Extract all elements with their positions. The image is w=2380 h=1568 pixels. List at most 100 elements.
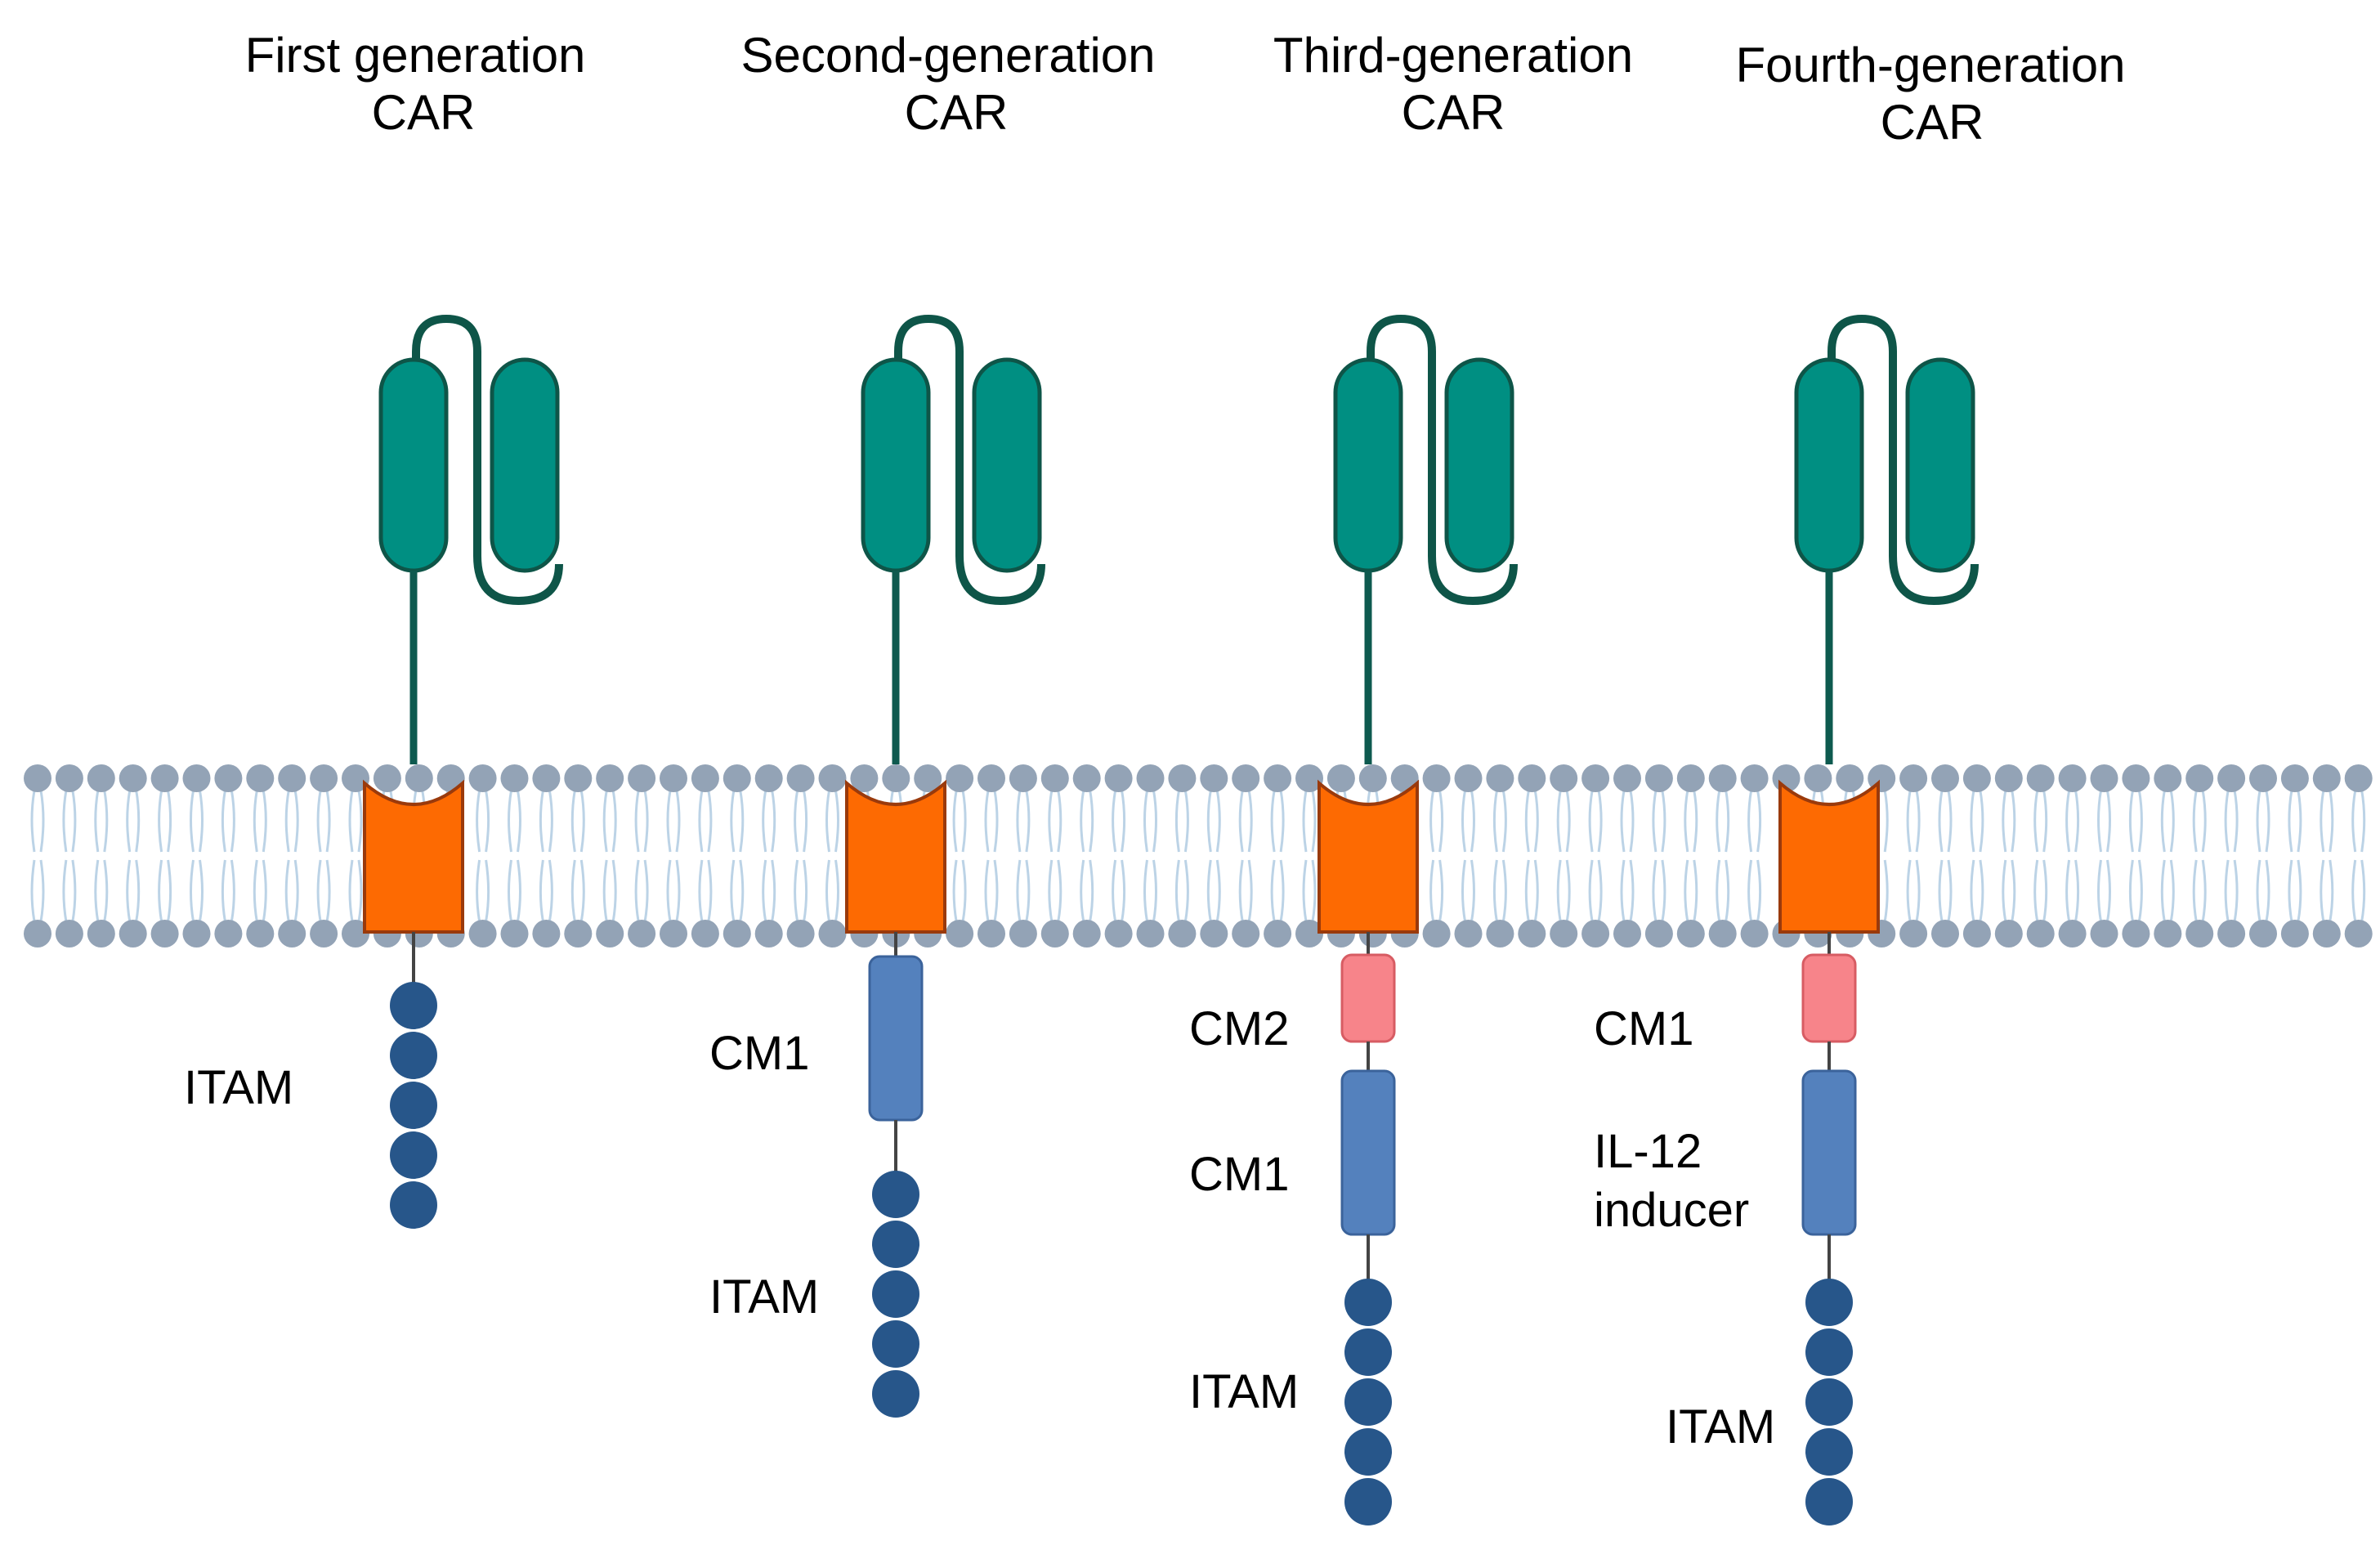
lipid-tail [253,859,258,922]
lipid-head [1390,764,1419,792]
itam-bead [1344,1328,1392,1376]
lipid-tail [485,790,490,853]
lipid-tail [167,859,172,922]
lipid-head [978,920,1005,948]
lipid-head [2026,920,2055,948]
lipid-head [2058,920,2087,948]
itam-bead [1344,1478,1392,1525]
scfv-linker [1828,314,1979,606]
lipid-tail [730,790,736,853]
lipid-tail [2256,790,2261,853]
lipid-tail [2224,859,2230,922]
lipid-tail [1588,859,1594,922]
lipid-tail [126,790,132,853]
lipid-tail [1311,790,1317,853]
lipid-tail [1915,859,1921,922]
lipid-tail [1756,790,1762,853]
lipid-tail [348,790,354,853]
lipid-head [24,764,51,792]
lipid-tail [71,859,77,922]
lipid-tail [1438,790,1444,853]
itam-bead [872,1270,919,1318]
lipid-tail [221,790,226,853]
lipid-tail [262,859,267,922]
lipid-tail [1915,790,1921,853]
lipid-head [1009,764,1037,792]
itam-bead [872,1171,919,1218]
lipid-tail [2097,859,2102,922]
lipid-tail [1597,859,1603,922]
lipid-tail [1143,790,1148,853]
lipid-tail [94,859,100,922]
lipid-tail [611,859,617,922]
lipid-tail [1025,859,1031,922]
lipid-tail [666,859,672,922]
lipid-tail [2160,790,2166,853]
lipid-tail [1906,859,1912,922]
lipid-head [2344,920,2373,948]
lipid-head [1550,920,1578,948]
car1-itam-label: ITAM [184,1061,293,1114]
lipid-head [468,764,497,792]
lipid-head [1200,920,1228,948]
lipid-tail [961,790,967,853]
lipid-tail [1620,790,1626,853]
lipid-head [2344,764,2373,792]
lipid-tail [1112,859,1117,922]
lipid-tail [2192,790,2198,853]
scfv-linker [412,314,563,606]
lipid-head [1644,920,1673,948]
lipid-tail [1501,859,1507,922]
lipid-head [786,764,815,792]
lipid-tail [707,859,713,922]
lipid-tail [539,859,544,922]
scfv-heavy-domain [1794,357,1864,573]
transmembrane-domain [845,779,946,934]
lipid-tail [1747,859,1753,922]
lipid-tail [2042,790,2048,853]
car4-inducer-label-line2: inducer [1594,1184,1749,1237]
lipid-tail [1057,790,1062,853]
lipid-tail [316,790,322,853]
lipid-tail [1661,859,1666,922]
lipid-tail [2233,859,2239,922]
lipid-head [1676,764,1705,792]
lipid-tail [1652,859,1658,922]
lipid-head [1994,764,2023,792]
lipid-head [532,764,561,792]
lipid-head [1486,920,1514,948]
lipid-tail [2265,859,2270,922]
lipid-tail [698,859,704,922]
lipid-tail [2042,859,2048,922]
lipid-tail [316,859,322,922]
lipid-tail [1684,859,1689,922]
lipid-tail [284,790,290,853]
lipid-tail [1565,859,1571,922]
lipid-head [946,920,974,948]
lipid-head [1931,764,1959,792]
itam-bead [872,1320,919,1368]
scfv-heavy-domain [378,357,449,573]
transmembrane-domain [363,779,464,934]
lipid-head [1644,764,1673,792]
lipid-head [1040,764,1069,792]
itam-bead [1805,1328,1853,1376]
car-receptor-4 [1778,314,1979,1525]
lipid-tail [1247,790,1253,853]
car-receptors [363,314,1979,1525]
car2-title-line1: Second-generation [740,28,1155,83]
lipid-tail [1121,790,1126,853]
scfv-light-domain [1905,357,1975,573]
lipid-head [2217,920,2246,948]
lipid-tail [1025,790,1031,853]
lipid-head [754,920,783,948]
lipid-tail [2065,790,2071,853]
lipid-tail [284,859,290,922]
lipid-tail [2137,859,2143,922]
cm1-domain [868,955,924,1122]
lipid-tail [602,790,608,853]
lipid-tail [253,790,258,853]
car2-title-line2: CAR [905,85,1009,140]
lipid-head [2185,764,2214,792]
lipid-tail [1533,790,1539,853]
